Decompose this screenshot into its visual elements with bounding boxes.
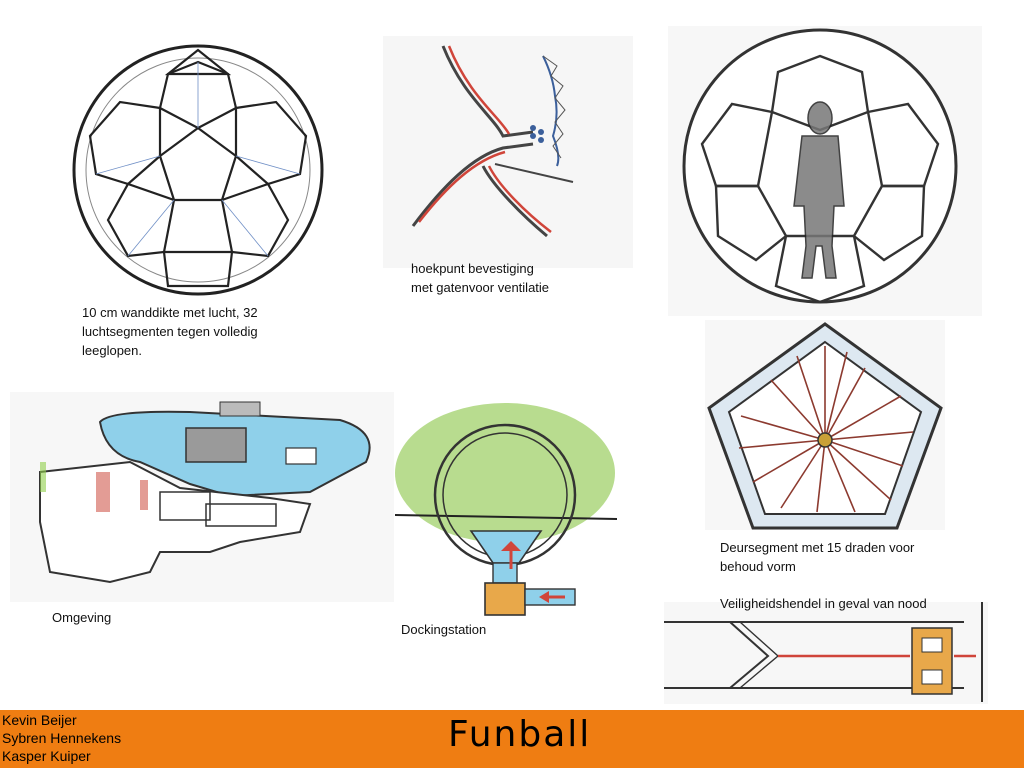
docking-station-sketch [395, 403, 617, 616]
ball-sketch [72, 44, 324, 296]
vertex-sketch [383, 36, 633, 268]
author-name: Sybren Hennekens [2, 730, 122, 746]
authors-list: Kevin Beijer Sybren Hennekens Kasper Kui… [2, 711, 121, 765]
footer-bar: Kevin Beijer Sybren Hennekens Kasper Kui… [0, 710, 1024, 768]
door-caption: Deursegment met 15 draden voor behoud vo… [720, 540, 915, 574]
safety-lever-sketch [664, 602, 988, 704]
docking-caption: Dockingstation [401, 622, 487, 637]
environment-sketch [10, 392, 394, 602]
door-segment-sketch [705, 320, 945, 530]
author-name: Kasper Kuiper [2, 748, 91, 764]
lever-caption: Veiligheidshendel in geval van nood [720, 596, 927, 611]
ball-caption: 10 cm wanddikte met lucht, 32 luchtsegme… [82, 305, 258, 358]
environment-caption: Omgeving [52, 610, 112, 625]
page-title: Funball [448, 714, 592, 755]
vertex-caption: hoekpunt bevestiging met gatenvoor venti… [411, 261, 550, 295]
person-ball-sketch [668, 26, 982, 316]
author-name: Kevin Beijer [2, 712, 77, 728]
